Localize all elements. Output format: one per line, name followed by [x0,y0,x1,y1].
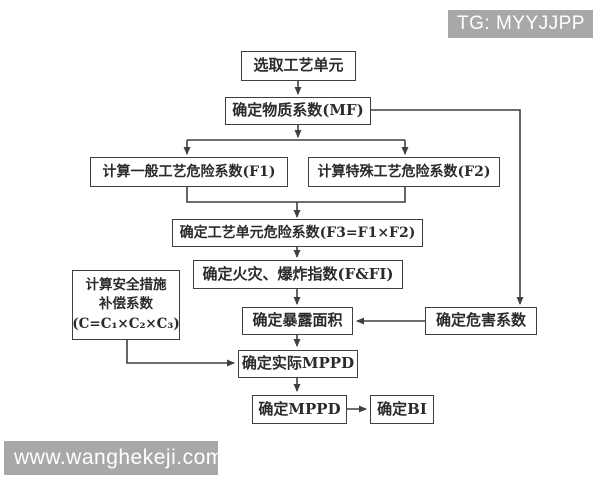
arrow-compensation-to-actual-mppd [126,340,235,367]
node-fire-explosion-index: 确定火灾、爆炸指数(F&FI) [193,260,403,289]
node-select-process-unit: 选取工艺单元 [241,51,356,81]
node-safety-compensation: 计算安全措施 补偿系数 (C=C₁×C₂×C₃) [72,270,180,340]
node-harm-factor: 确定危害系数 [425,307,537,335]
compensation-line-2: 补偿系数 [99,296,153,313]
node-unit-hazard-factor: 确定工艺单元危险系数(F3=F1×F2) [172,219,423,247]
node-material-factor: 确定物质系数(MF) [225,97,371,125]
connector-lines [126,81,524,413]
compensation-line-3: (C=C₁×C₂×C₃) [72,315,180,332]
node-bi: 确定BI [370,395,434,424]
merge-line-f1-f2 [186,187,406,203]
node-special-process-hazard: 计算特殊工艺危险系数(F2) [308,157,500,187]
node-mppd: 确定MPPD [252,395,347,424]
compensation-line-1: 计算安全措施 [85,276,167,293]
node-actual-mppd: 确定实际MPPD [238,350,358,378]
arrow-mf-to-harm-factor [371,109,524,305]
website-watermark-badge: www.wanghekeji.com [4,441,223,475]
tg-watermark-badge: TG: MYYJJPP [448,10,593,38]
node-exposure-area: 确定暴露面积 [242,307,353,335]
node-general-process-hazard: 计算一般工艺危险系数(F1) [90,157,288,187]
